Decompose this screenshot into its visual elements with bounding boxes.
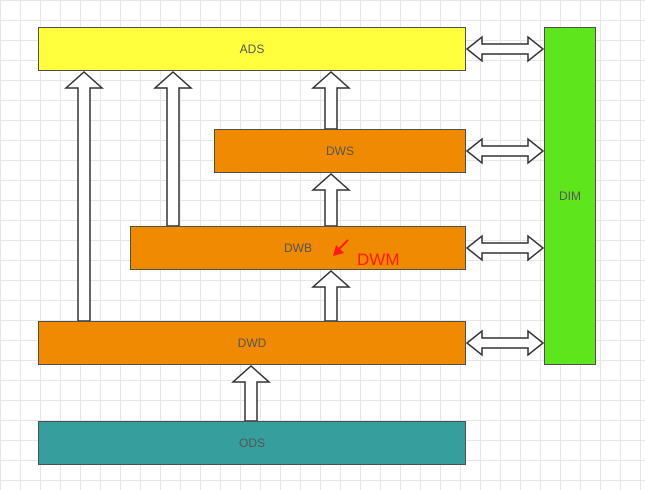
arrow-dwd-to-dwb — [311, 269, 351, 322]
arrow-dwb-to-dws — [311, 172, 351, 227]
layer-dwb-label: DWB — [284, 241, 312, 255]
arrow-dwb-to-ads — [153, 70, 193, 227]
layer-dws-label: DWS — [326, 144, 354, 158]
arrow-dwd-to-ads — [64, 70, 104, 322]
arrow-dwb-dim — [465, 234, 545, 262]
arrow-ads-dim — [465, 35, 545, 63]
layer-ods: ODS — [38, 421, 466, 465]
arrow-ods-to-dwd — [231, 364, 271, 422]
layer-dws: DWS — [214, 129, 466, 173]
layer-dwd-label: DWD — [237, 336, 267, 350]
arrow-dws-dim — [465, 137, 545, 165]
annotation-arrow-icon — [333, 239, 349, 256]
arrow-dwd-dim — [465, 329, 545, 357]
layer-dwb: DWB — [130, 226, 466, 270]
layer-dwd: DWD — [38, 321, 466, 365]
layer-ods-label: ODS — [238, 436, 265, 450]
layer-ads-label: ADS — [239, 42, 265, 56]
arrow-dws-to-ads — [311, 70, 351, 130]
layer-dim: DIM — [544, 27, 596, 365]
dwm-annotation: DWM — [357, 250, 400, 269]
layer-dim-label: DIM — [559, 189, 581, 203]
layer-ads: ADS — [38, 27, 466, 71]
